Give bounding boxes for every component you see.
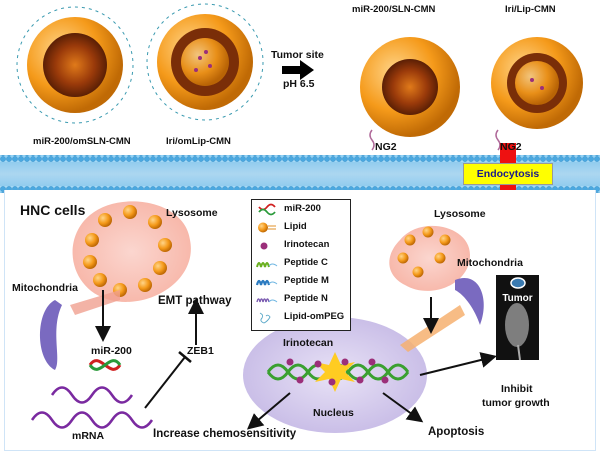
label-inhibit: Inhibit (501, 383, 533, 395)
label-mitochondria-left: Mitochondria (12, 282, 78, 294)
mir200-duplex-strand (88, 359, 122, 371)
inhibit-line-zeb1 (144, 356, 186, 409)
irinotecan-icon (260, 242, 268, 250)
mrna-strand-2 (30, 411, 154, 429)
arrow-to-tumor (419, 352, 497, 376)
label-nucleus: Nucleus (313, 407, 354, 419)
endocytosis-label: Endocytosis (463, 163, 553, 185)
mouse-tail (517, 344, 521, 360)
legend-label: Peptide M (284, 275, 329, 286)
label-apoptosis: Apoptosis (428, 426, 485, 438)
inhibit-bar (178, 351, 192, 363)
label-lysosome-right: Lysosome (434, 208, 486, 220)
legend-item-peptide-n: Peptide N (252, 291, 350, 308)
ng2-receptor-1 (369, 129, 375, 151)
legend-label: Peptide C (284, 257, 328, 268)
damage-star-icon (315, 352, 355, 392)
particle-mir200-omsln (16, 6, 134, 124)
peptide-m-icon (256, 279, 278, 286)
legend-label: Lipid-omPEG (284, 311, 345, 322)
label-zeb1: ZEB1 (187, 345, 214, 357)
arrow-to-chemo (246, 392, 291, 430)
legend-item-peptide-m: Peptide M (252, 273, 350, 290)
ng2-receptor-2 (495, 129, 501, 151)
legend-label: Irinotecan (284, 239, 330, 250)
label-ng2-2: NG2 (500, 141, 522, 153)
legend-label: Peptide N (284, 293, 328, 304)
label-mrna: mRNA (72, 430, 105, 442)
lysosome-right-lipids (397, 226, 451, 278)
release-arrow-left (70, 290, 120, 315)
mitochondria-left (40, 300, 62, 370)
mrna-strand-1 (50, 386, 134, 404)
label-mir200-sln: miR-200/SLN-CMN (352, 4, 436, 15)
label-chemosensitivity: Increase chemosensitivity (153, 428, 297, 440)
mirna-icon (258, 203, 276, 216)
legend-label: Lipid (284, 221, 307, 232)
legend-label: miR-200 (284, 203, 321, 214)
irinotecan-particles (286, 358, 389, 386)
legend-item-irinotecan: Irinotecan (252, 237, 350, 254)
legend-item-lipid: Lipid (252, 219, 350, 236)
peptide-c-icon (256, 262, 278, 268)
label-ng2-1: NG2 (375, 141, 397, 153)
release-arrow-right (400, 305, 465, 352)
particle-iri-lip (491, 37, 583, 129)
label-hnc-cells: HNC cells (20, 202, 86, 218)
particle-mir200-sln (360, 37, 460, 137)
legend-item-lipid-ompeg: Lipid-omPEG (252, 309, 350, 326)
transition-arrow (282, 60, 314, 80)
lysosome-left-lipids (83, 205, 172, 297)
legend-item-mir200: miR-200 (252, 201, 350, 218)
peptide-n-icon (256, 298, 278, 303)
label-mir200: miR-200 (91, 345, 132, 357)
particle-iri-omlip (146, 3, 264, 121)
label-tumor-growth: tumor growth (482, 397, 550, 409)
mouse-silhouette (505, 303, 529, 347)
label-emt-pathway: EMT pathway (158, 295, 232, 307)
arrow-to-apoptosis (382, 392, 424, 423)
label-mir200-omsln: miR-200/omSLN-CMN (33, 136, 131, 147)
label-lysosome-left: Lysosome (166, 207, 218, 219)
legend-item-peptide-c: Peptide C (252, 255, 350, 272)
tumor-marker-icon (510, 277, 526, 289)
label-ph: pH 6.5 (283, 78, 315, 90)
lipid-icon (258, 222, 276, 233)
label-iri-lip: Iri/Lip-CMN (505, 4, 556, 15)
legend: miR-200 Lipid Irinotecan Peptide C Pepti… (251, 199, 351, 331)
label-irinotecan: Irinotecan (283, 337, 334, 349)
lipid-ompeg-icon (259, 312, 271, 324)
label-tumor: Tumor (502, 293, 533, 304)
mouse-tumor-image: Tumor (496, 275, 539, 360)
label-tumor-site: Tumor site (271, 49, 324, 61)
label-iri-omlip: Iri/omLip-CMN (166, 136, 231, 147)
label-mitochondria-right: Mitochondria (457, 257, 523, 269)
mitochondria-right (455, 278, 484, 325)
